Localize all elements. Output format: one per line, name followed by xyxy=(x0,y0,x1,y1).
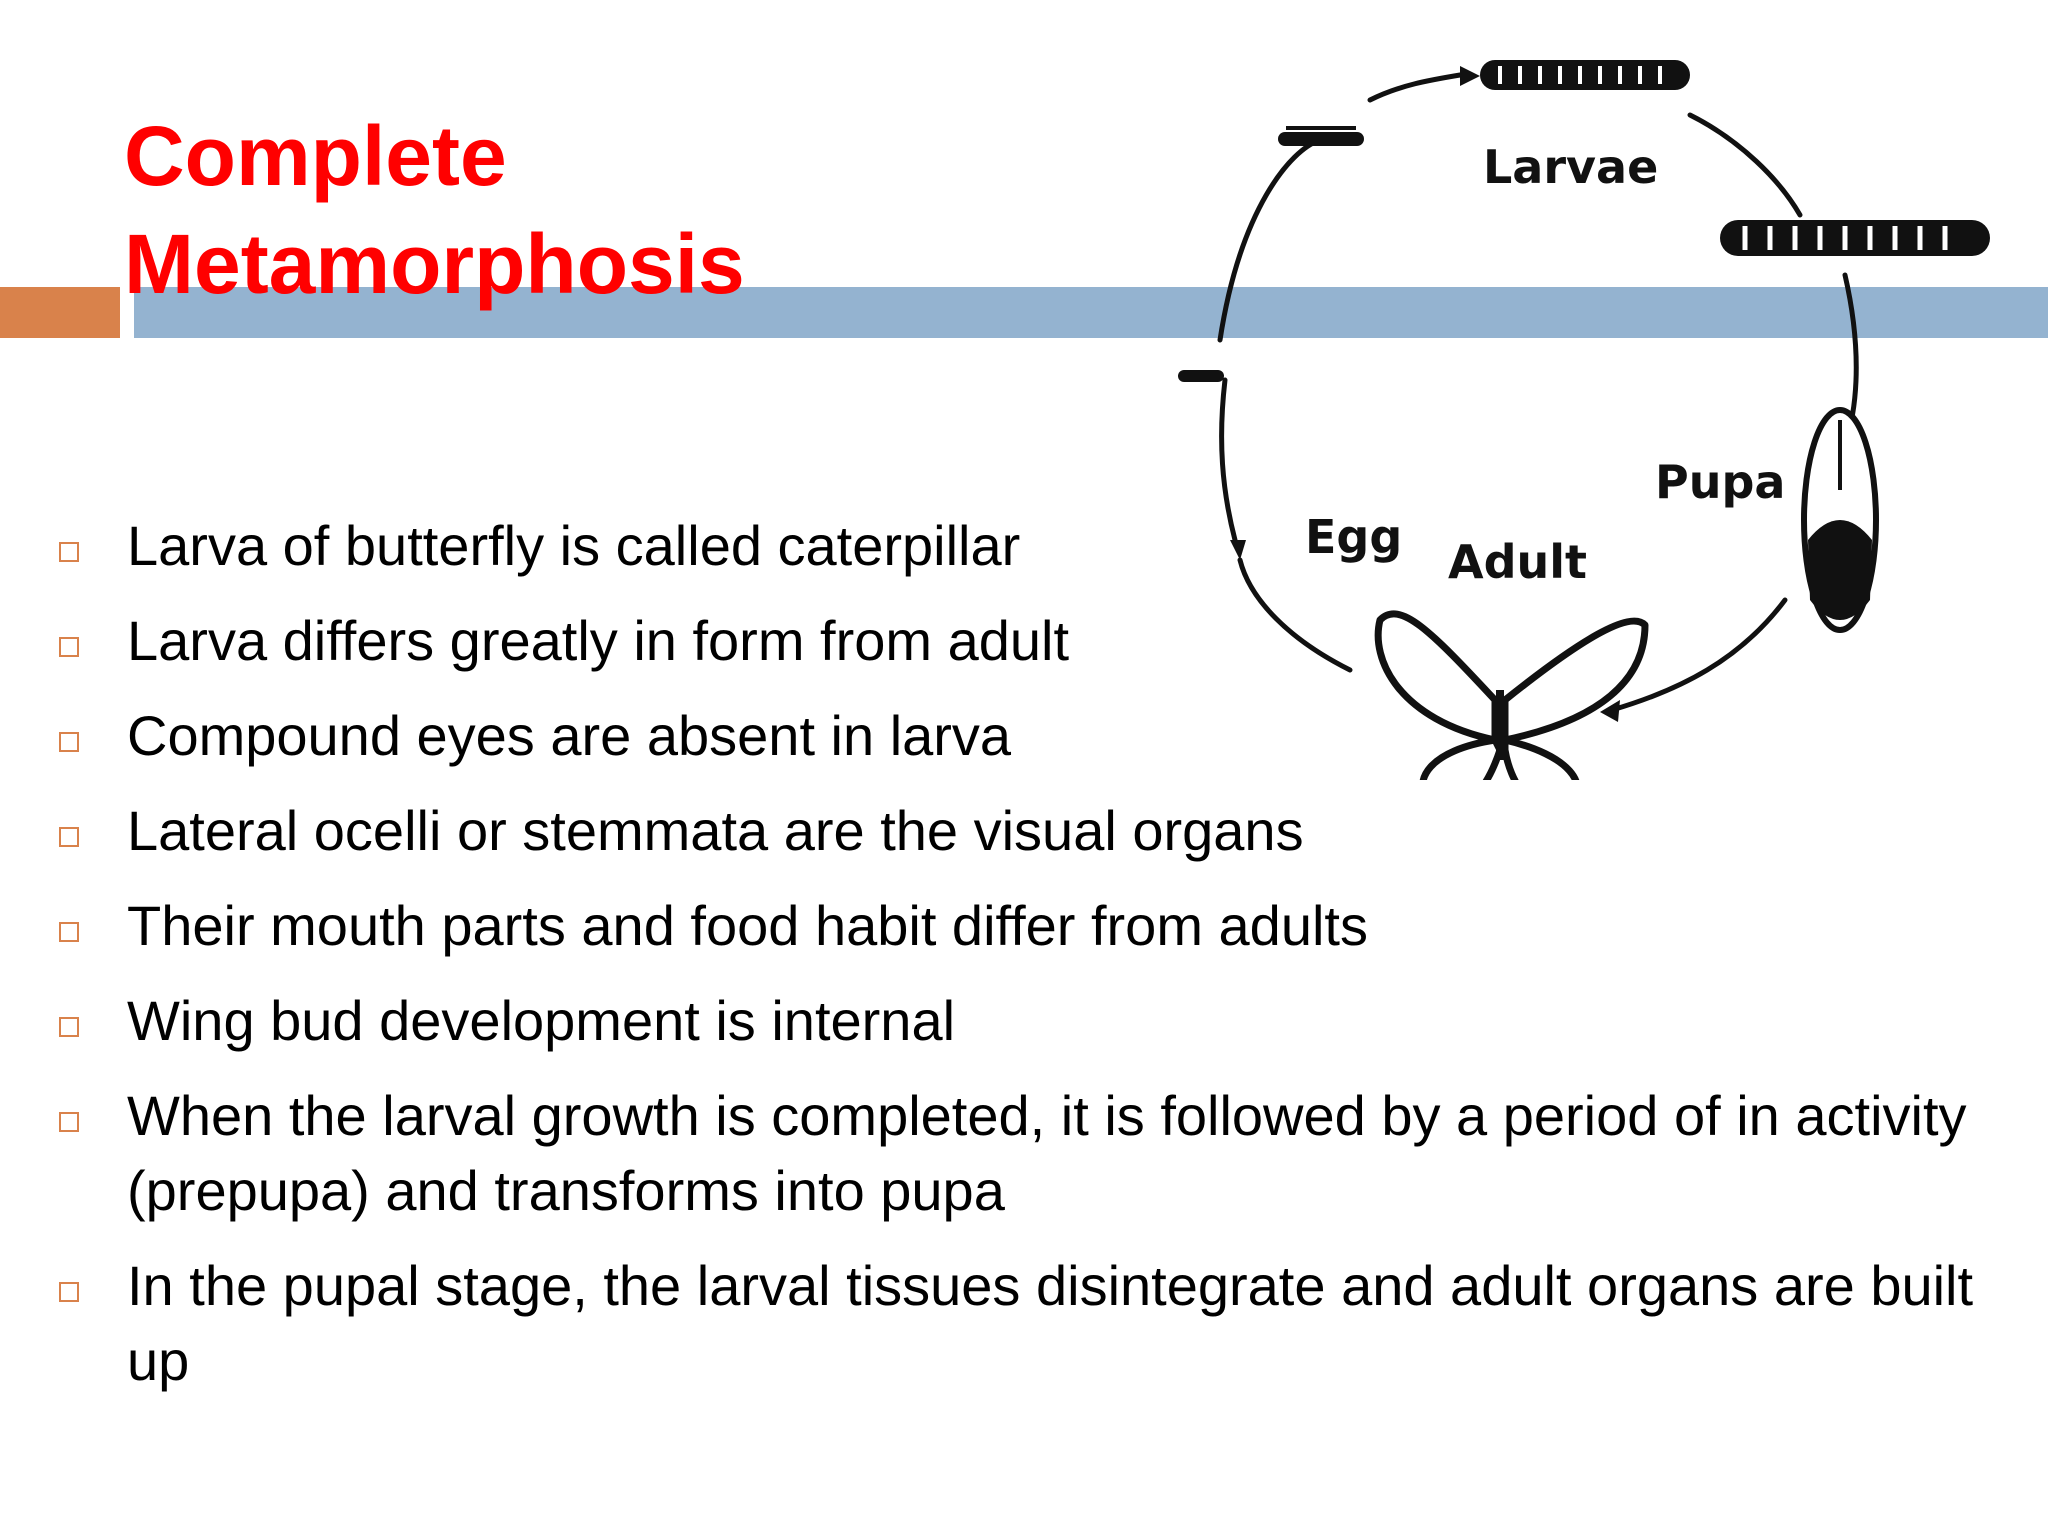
title-line-2: Metamorphosis xyxy=(124,217,745,311)
bullet-marker-icon xyxy=(59,732,79,752)
bullet-text: Compound eyes are absent in larva xyxy=(127,704,1012,767)
caterpillar-large-icon xyxy=(1720,220,1990,256)
bullet-text: Lateral ocelli or stemmata are the visua… xyxy=(127,799,1304,862)
label-egg: Egg xyxy=(1305,510,1403,564)
label-larvae: Larvae xyxy=(1483,140,1659,194)
bullet-text: Their mouth parts and food habit differ … xyxy=(127,894,1368,957)
title-accent-bar-orange xyxy=(0,287,120,338)
title-line-1: Complete xyxy=(124,109,507,203)
bullet-marker-icon xyxy=(59,1282,79,1302)
bullet-marker-icon xyxy=(59,1017,79,1037)
bullet-item: Their mouth parts and food habit differ … xyxy=(0,888,1980,963)
cycle-arc-bottom-left xyxy=(1237,557,1353,673)
bullet-marker-icon xyxy=(59,637,79,657)
bullet-marker-icon xyxy=(59,542,79,562)
bullet-item: In the pupal stage, the larval tissues d… xyxy=(0,1248,1980,1398)
bullet-item: When the larval growth is completed, it … xyxy=(0,1078,1980,1228)
caterpillar-icon xyxy=(1480,60,1690,90)
bullet-item: Wing bud development is internal xyxy=(0,983,1980,1058)
life-cycle-diagram xyxy=(1178,60,1990,780)
bullet-item: Compound eyes are absent in larva xyxy=(0,698,1980,773)
cycle-arc-top-right xyxy=(1687,112,1803,218)
cycle-arc-top xyxy=(1367,72,1463,103)
label-pupa: Pupa xyxy=(1655,455,1786,509)
slide-title: Complete Metamorphosis xyxy=(124,102,745,318)
label-adult: Adult xyxy=(1448,535,1588,589)
cycle-arc-left xyxy=(1219,377,1238,543)
bullet-list: Larva of butterfly is called caterpillar… xyxy=(0,508,1980,1418)
cycle-arc-top-left xyxy=(1217,137,1323,343)
bullet-item: Larva of butterfly is called caterpillar xyxy=(0,508,1980,583)
bullet-text: Larva of butterfly is called caterpillar xyxy=(127,514,1021,577)
bullet-marker-icon xyxy=(59,827,79,847)
bullet-marker-icon xyxy=(59,1112,79,1132)
bullet-text: Larva differs greatly in form from adult xyxy=(127,609,1070,672)
bullet-item: Larva differs greatly in form from adult xyxy=(0,603,1980,678)
arrowhead-egg xyxy=(1230,540,1246,560)
egg-icon xyxy=(1178,126,1364,382)
title-accent-bar-blue xyxy=(134,287,2048,338)
arrowhead-larvae xyxy=(1460,66,1480,86)
bullet-text: When the larval growth is completed, it … xyxy=(127,1084,1967,1222)
bullet-item: Lateral ocelli or stemmata are the visua… xyxy=(0,793,1980,868)
arrowhead-adult xyxy=(1600,700,1620,722)
bullet-marker-icon xyxy=(59,922,79,942)
bullet-text: In the pupal stage, the larval tissues d… xyxy=(127,1254,1974,1392)
butterfly-icon xyxy=(1374,610,1649,780)
pupa-icon xyxy=(1801,407,1879,633)
bullet-text: Wing bud development is internal xyxy=(127,989,956,1052)
cycle-arc-bottom-right xyxy=(1609,597,1788,713)
